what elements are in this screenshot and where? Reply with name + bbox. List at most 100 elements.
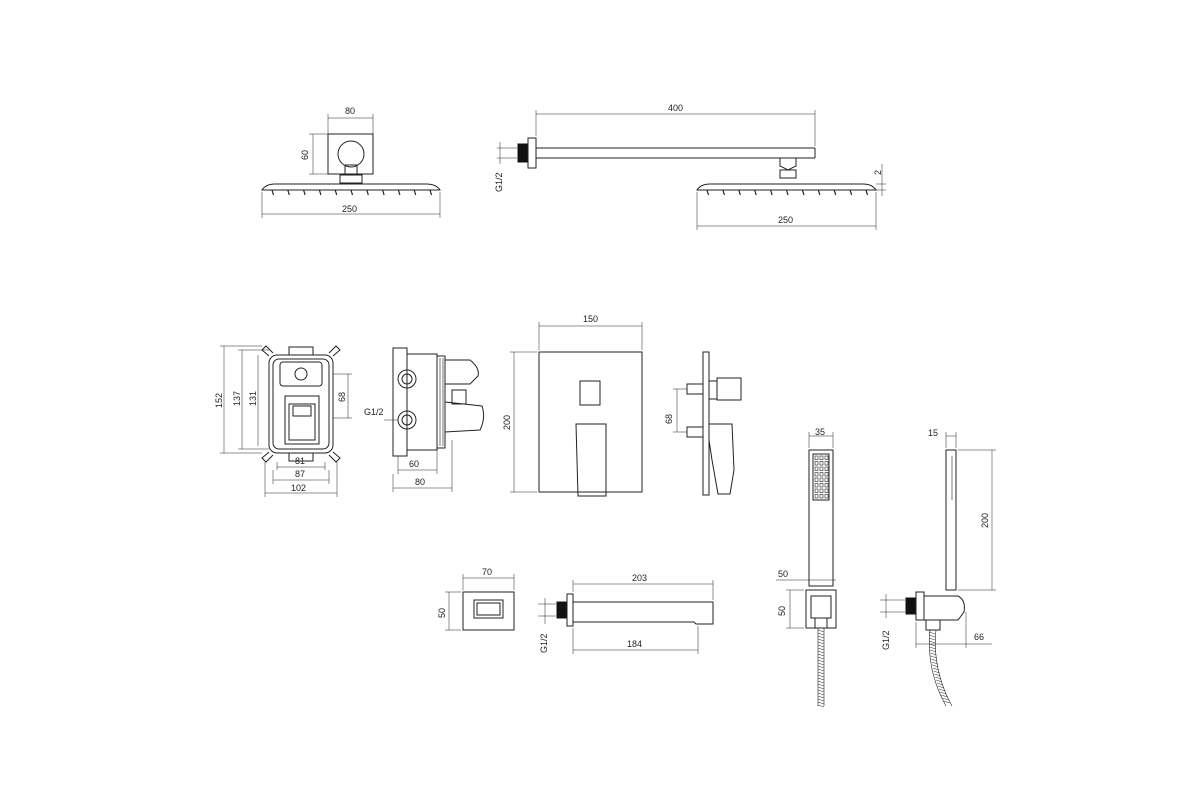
hand-shower-front-view: 35 50 50	[776, 427, 837, 708]
hose-coil	[817, 647, 825, 651]
nozzle	[865, 189, 869, 196]
dim-81: 81	[295, 456, 305, 466]
dim-60-top: 60	[300, 150, 310, 160]
spray-hole	[824, 472, 829, 477]
thread-g12-arm: G1/2	[494, 172, 504, 192]
nozzle	[334, 189, 338, 196]
hose-coil	[817, 674, 825, 678]
hose-coil	[817, 659, 825, 663]
hose-coil	[817, 629, 825, 633]
hose-coil	[931, 658, 938, 662]
dim-15: 15	[928, 428, 938, 438]
spray-hole	[824, 488, 829, 493]
overhead-shower-wall-view: 400 G1/2 250 2	[494, 103, 886, 230]
dim-68-box: 68	[337, 392, 347, 402]
hose-coil	[934, 673, 941, 677]
spray-hole	[824, 494, 829, 499]
mixer-box-front-view: 152 137 131 68 81 87 102	[214, 345, 352, 497]
nozzle	[785, 189, 789, 196]
hose-coil	[817, 632, 825, 636]
spray-hole	[814, 455, 819, 460]
hose-coil	[932, 667, 940, 671]
lever-side-view: 68	[664, 351, 742, 496]
nozzle	[833, 189, 837, 196]
hose-coil	[817, 638, 825, 642]
nozzle	[413, 189, 417, 196]
nozzle	[287, 189, 290, 196]
hose-coil	[817, 671, 825, 675]
spout-front-view: 70 50	[437, 567, 515, 631]
spray-hole	[819, 472, 824, 477]
hose-coil	[817, 680, 825, 684]
nozzle	[397, 189, 401, 196]
nozzle	[722, 189, 725, 196]
dim-200-plate: 200	[502, 415, 512, 430]
nozzle	[849, 189, 853, 196]
nozzle	[817, 189, 821, 196]
nozzle	[706, 189, 710, 196]
nozzle	[801, 189, 805, 196]
nozzle	[382, 189, 385, 196]
hose-coil	[929, 649, 937, 653]
dim-50-spout: 50	[437, 608, 447, 618]
nozzle	[271, 189, 275, 196]
spray-hole	[814, 488, 819, 493]
dim-2: 2	[873, 170, 883, 175]
hose-coil	[817, 635, 825, 639]
hose-coil	[817, 683, 825, 687]
hose-coil	[929, 643, 936, 647]
dim-87: 87	[295, 469, 305, 479]
spray-hole	[824, 461, 829, 466]
spray-hole	[814, 472, 819, 477]
hose-coil	[817, 653, 825, 657]
overhead-shower-top-view: 80 60 250	[261, 106, 441, 218]
hose-coil	[942, 697, 949, 701]
dim-184: 184	[627, 639, 642, 649]
spray-hole	[824, 455, 829, 460]
spray-hole	[824, 477, 829, 482]
hose-coil	[943, 700, 950, 704]
dim-203: 203	[632, 573, 647, 583]
hose-coil	[817, 665, 825, 669]
spray-hole	[814, 483, 819, 488]
thread-g12-hand: G1/2	[881, 630, 891, 650]
dim-102: 102	[291, 483, 306, 493]
hand-shower-side-view: 15 200 G1/2 66	[880, 428, 996, 707]
hose-coil	[935, 676, 942, 680]
hose-coil	[817, 686, 825, 690]
hose-coil	[928, 631, 936, 635]
dim-150: 150	[583, 314, 598, 324]
spray-hole	[819, 483, 824, 488]
dim-70: 70	[482, 567, 492, 577]
spray-hole	[814, 466, 819, 471]
spray-hole	[824, 466, 829, 471]
spray-hole	[819, 488, 824, 493]
hose-coil	[817, 662, 825, 666]
spray-hole	[819, 455, 824, 460]
dim-80-box: 80	[415, 477, 425, 487]
nozzle	[350, 189, 354, 196]
spray-hole	[819, 466, 824, 471]
spray-hole	[814, 477, 819, 482]
dim-250-wall: 250	[778, 215, 793, 225]
hose-coil	[936, 682, 944, 686]
hose-coil	[929, 646, 936, 650]
hose-coil	[928, 634, 936, 638]
hose-coil	[817, 701, 825, 705]
hose-coil	[940, 691, 947, 695]
nozzle	[770, 189, 773, 196]
dim-68-lever: 68	[664, 414, 674, 424]
hose-coil	[933, 670, 940, 674]
nozzle	[318, 189, 322, 196]
hose-coil	[817, 692, 825, 696]
hose-coil	[817, 668, 825, 672]
hose-coil	[930, 652, 937, 656]
nozzle	[738, 189, 741, 196]
hose-coil	[929, 640, 936, 644]
hose-coil	[929, 637, 936, 641]
nozzle	[303, 189, 306, 196]
spray-hole	[814, 461, 819, 466]
spray-hole	[819, 461, 824, 466]
dim-200-hand: 200	[980, 513, 990, 528]
